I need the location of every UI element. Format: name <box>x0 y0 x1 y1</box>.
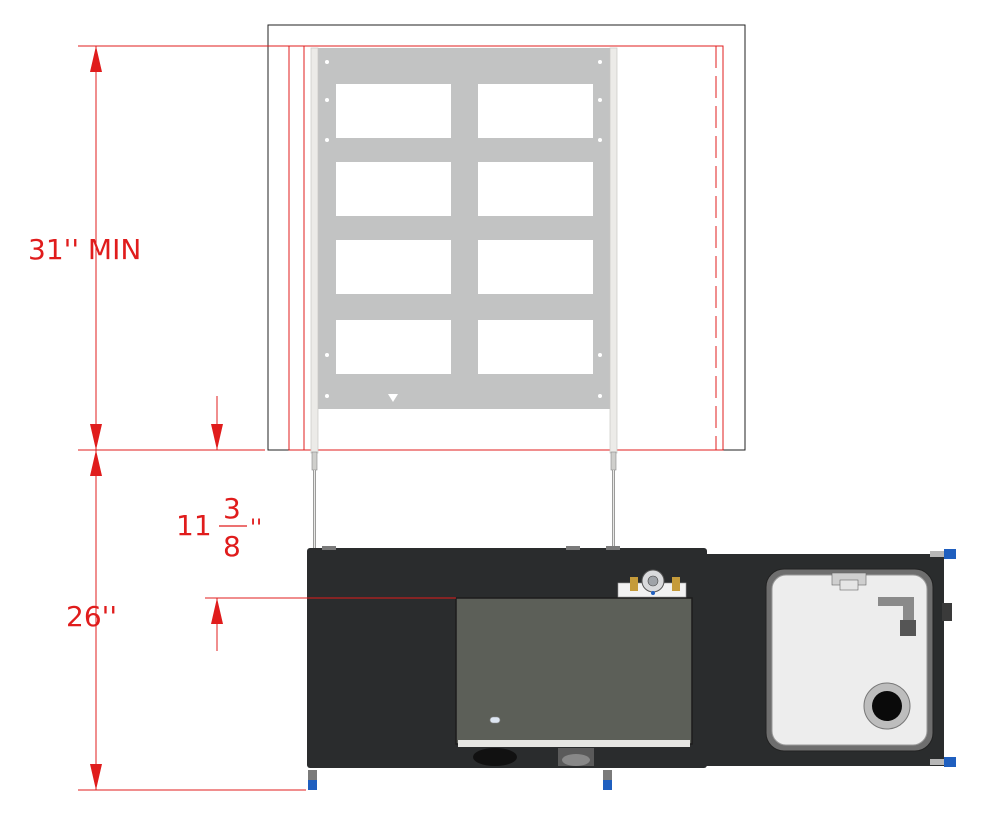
offset-whole: 11 <box>176 509 212 542</box>
sink <box>765 568 952 752</box>
slide-rails <box>310 47 618 548</box>
offset-numerator: 3 <box>223 492 241 525</box>
drawer-handle <box>489 716 501 724</box>
leveling-feet <box>308 549 956 790</box>
offset-unit: '' <box>250 516 262 541</box>
offset-denominator: 8 <box>223 530 241 563</box>
offset-dimension-label: 11 3 8 '' <box>176 492 262 563</box>
cabinet-unit <box>307 546 944 768</box>
overhead-clearance-label: 31'' MIN <box>28 233 141 266</box>
gas-regulator <box>617 569 687 598</box>
rack-panel <box>316 48 614 409</box>
unit-depth-label: 26'' <box>66 600 117 633</box>
dimension-lines <box>78 45 456 791</box>
down-arrow-marker <box>388 394 398 402</box>
